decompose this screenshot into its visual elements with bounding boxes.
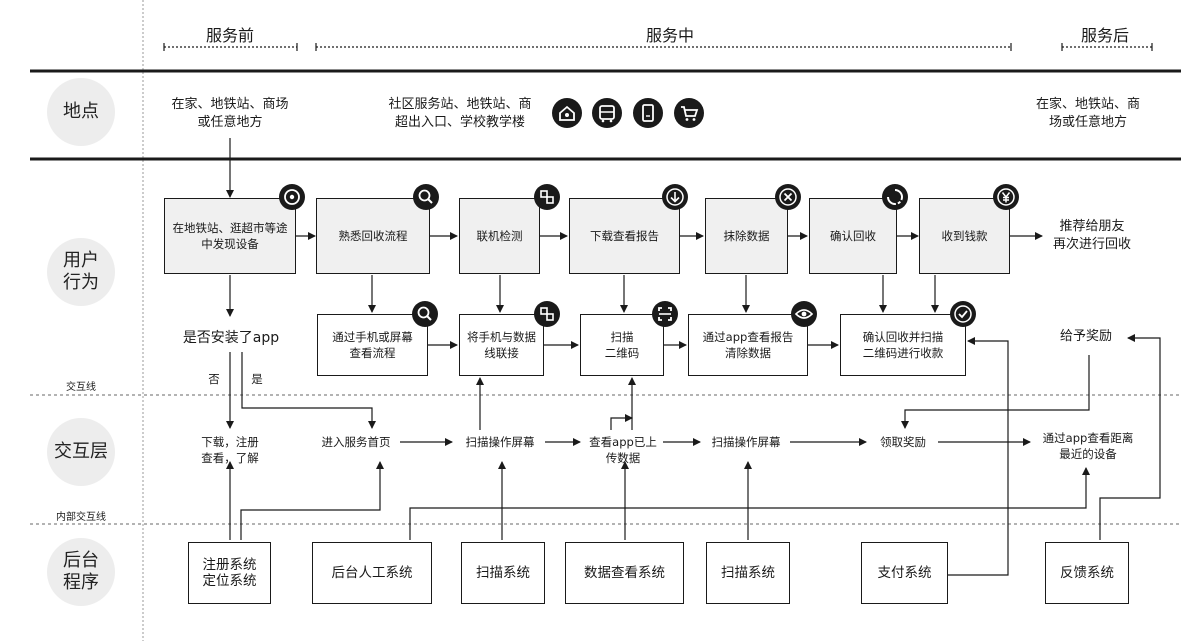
- backend-payment: 支付系统: [861, 542, 948, 604]
- action-connect-test: 联机检测: [459, 198, 540, 274]
- action-receive-money: 收到钱款: [919, 198, 1010, 274]
- check-icon: [950, 301, 976, 327]
- lane-backend: 后台 程序: [47, 538, 115, 606]
- action-erase-data: 抹除数据: [705, 198, 788, 274]
- action-scan-qr: 扫描 二维码: [580, 314, 664, 376]
- backend-feedback: 反馈系统: [1045, 542, 1129, 604]
- interaction-enter-home: 进入服务首页: [321, 435, 391, 449]
- inner-interaction-line-label: 内部交互线: [56, 512, 106, 523]
- action-view-report-clear: 通过app查看报告 清除数据: [688, 314, 808, 376]
- eye-icon: [791, 301, 817, 327]
- bus-icon: [592, 98, 622, 128]
- branch-no: 否: [208, 372, 220, 386]
- lane-backend-label: 后台 程序: [63, 550, 99, 593]
- action-recommend-friend: 推荐给朋友 再次进行回收: [1052, 219, 1131, 252]
- link-icon: [534, 184, 560, 210]
- scan-icon: [652, 301, 678, 327]
- interaction-line-label: 交互线: [66, 382, 96, 393]
- backend-scan-1: 扫描系统: [461, 542, 545, 604]
- backend-register-locate: 注册系统 定位系统: [188, 542, 271, 604]
- search-icon: [413, 184, 439, 210]
- interaction-find-nearest-device: 通过app查看距离 最近的设备: [1042, 431, 1134, 461]
- lane-interaction-label: 交互层: [54, 441, 108, 462]
- branch-yes: 是: [251, 372, 263, 386]
- action-discover-device: 在地铁站、逛超市等途 中发现设备: [164, 198, 296, 274]
- backend-data-view: 数据查看系统: [565, 542, 684, 604]
- target-icon: [279, 184, 305, 210]
- interaction-scan-screen-2: 扫描操作屏幕: [711, 435, 781, 449]
- phase-before: 服务前: [205, 26, 254, 45]
- search-icon: [412, 301, 438, 327]
- phone-icon: [633, 98, 663, 128]
- download-icon: [662, 184, 688, 210]
- action-learn-process: 熟悉回收流程: [316, 198, 430, 274]
- phase-during: 服务中: [645, 26, 694, 45]
- interaction-claim-reward: 领取奖励: [880, 435, 926, 449]
- action-download-report: 下载查看报告: [569, 198, 680, 274]
- location-during: 社区服务站、地铁站、商 超出入口、学校教学楼: [388, 97, 532, 130]
- location-after: 在家、地铁站、商 场或任意地方: [1035, 97, 1140, 130]
- lane-location: 地点: [47, 78, 115, 146]
- yen-icon: [993, 184, 1019, 210]
- cart-icon: [674, 98, 704, 128]
- interaction-view-uploaded-data: 查看app已上 传数据: [589, 435, 657, 465]
- lane-location-label: 地点: [63, 101, 99, 122]
- close-icon: [775, 184, 801, 210]
- lane-user-action: 用户 行为: [47, 238, 115, 306]
- interaction-download-register: 下载，注册 查看，了解: [201, 435, 259, 465]
- backend-manual: 后台人工系统: [312, 542, 432, 604]
- backend-scan-2: 扫描系统: [706, 542, 790, 604]
- recycle-icon: [882, 184, 908, 210]
- action-confirm-recycle: 确认回收: [809, 198, 897, 274]
- action-view-process: 通过手机或屏幕 查看流程: [317, 314, 428, 376]
- home-icon: [552, 98, 582, 128]
- location-before: 在家、地铁站、商场 或任意地方: [171, 97, 289, 130]
- link-icon: [534, 301, 560, 327]
- action-connect-cable: 将手机与数据 线联接: [459, 314, 544, 376]
- phase-after: 服务后: [1080, 26, 1129, 45]
- action-confirm-scan-pay: 确认回收并扫描 二维码进行收款: [840, 314, 966, 376]
- interaction-scan-screen-1: 扫描操作屏幕: [465, 435, 535, 449]
- app-installed-question: 是否安装了app: [182, 330, 280, 346]
- lane-interaction-layer: 交互层: [47, 418, 115, 486]
- lane-user-action-label: 用户 行为: [63, 250, 99, 293]
- action-give-reward: 给予奖励: [1059, 329, 1112, 344]
